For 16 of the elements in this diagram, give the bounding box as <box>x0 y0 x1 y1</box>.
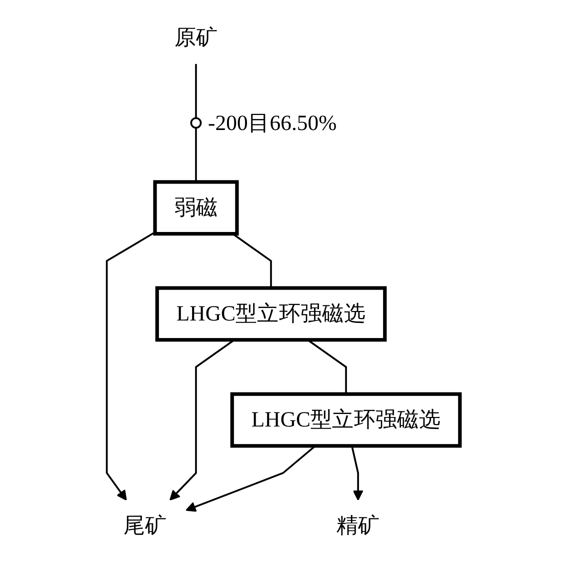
connector <box>195 64 197 118</box>
node-box: LHGC型立环强磁选 <box>230 392 462 448</box>
arrow <box>351 446 364 501</box>
connector <box>232 233 272 288</box>
arrow <box>106 231 156 501</box>
connector <box>195 128 197 182</box>
node-circle <box>190 117 202 129</box>
node-text: 精矿 <box>336 513 380 538</box>
node-text: 原矿 <box>174 25 218 50</box>
node-caption: -200目66.50% <box>208 110 337 135</box>
node-box: 弱磁 <box>153 180 239 236</box>
connector <box>307 339 347 394</box>
arrow <box>186 445 316 512</box>
arrow <box>169 339 235 501</box>
node-text: 尾矿 <box>123 513 167 538</box>
node-box: LHGC型立环强磁选 <box>155 286 387 342</box>
